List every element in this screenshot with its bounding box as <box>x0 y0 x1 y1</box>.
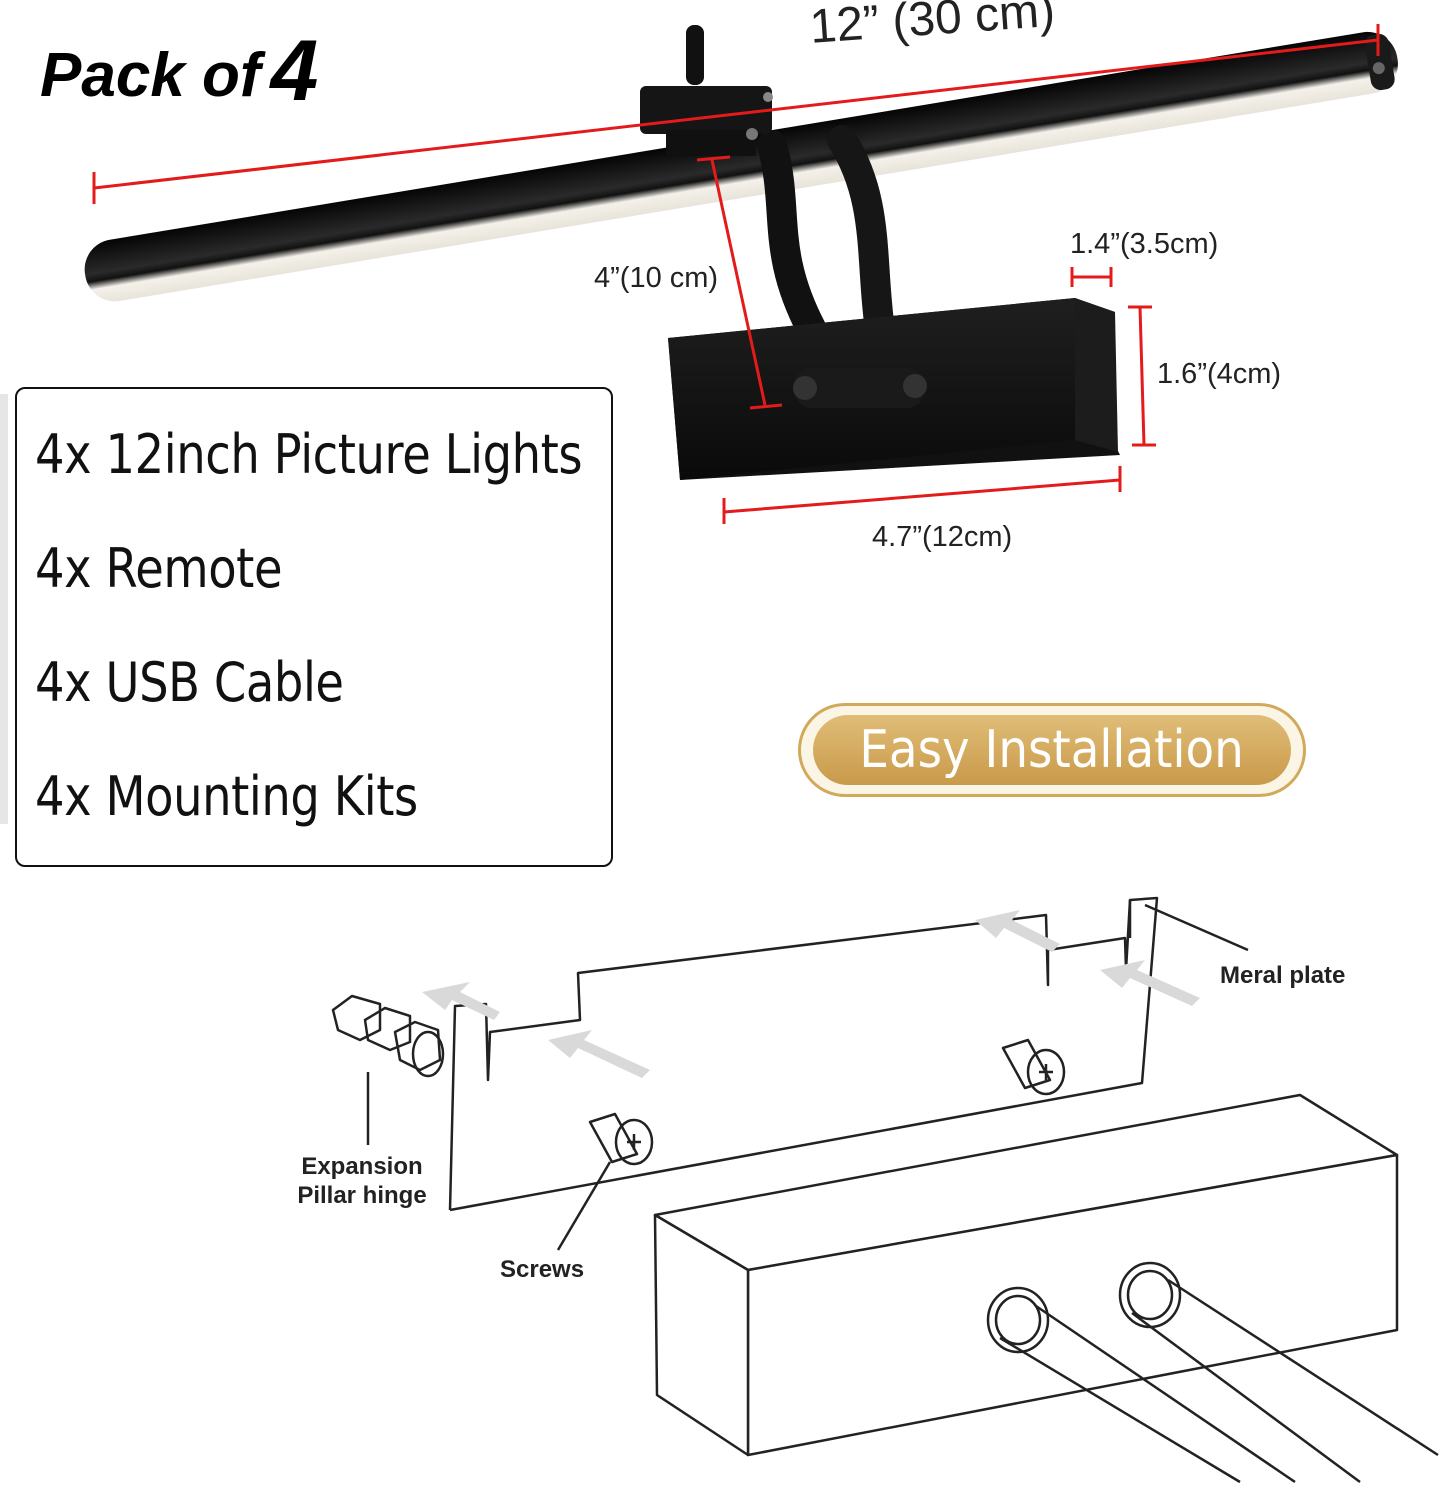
lamp-arms <box>757 125 897 407</box>
badge-inner: Easy Installation <box>813 715 1291 785</box>
expansion-pillar-icon <box>331 994 445 1078</box>
dim-arm-reach: 4”(10 cm) <box>594 262 719 294</box>
label-hinge-line1: Expansion <box>301 1153 423 1180</box>
contents-item: 4x USB Cable <box>35 651 344 714</box>
label-metal-plate: Meral plate <box>1220 962 1346 989</box>
base-box-outline <box>653 1093 1399 1457</box>
dim-base-height: 1.6”(4cm) <box>1157 358 1282 390</box>
contents-item: 4x Mounting Kits <box>35 765 418 828</box>
arm-tubes <box>986 1261 1439 1484</box>
contents-item: 4x 12inch Picture Lights <box>35 423 583 486</box>
label-screws: Screws <box>500 1256 585 1283</box>
dim-base-depth: 1.4”(3.5cm) <box>1070 228 1219 260</box>
light-bar <box>84 31 1398 302</box>
direction-arrows <box>422 910 1200 1078</box>
label-hinge-line2: Pillar hinge <box>297 1182 427 1209</box>
pack-prefix: Pack of <box>40 41 261 110</box>
contents-item: 4x Remote <box>35 537 283 600</box>
package-contents-box: 4x 12inch Picture Lights 4x Remote 4x US… <box>15 387 613 867</box>
badge-label: Easy Installation <box>859 720 1245 780</box>
edge-shadow <box>0 394 8 824</box>
screw-icon-right <box>1001 1038 1066 1096</box>
lamp-base <box>668 298 1120 480</box>
screw-icon-left <box>588 1112 654 1166</box>
easy-installation-badge: Easy Installation <box>798 703 1306 797</box>
dim-base-width: 4.7”(12cm) <box>872 521 1013 553</box>
metal-plate-outline <box>448 896 1159 1212</box>
measure-lines <box>92 24 1380 524</box>
pack-count: 4 <box>270 23 319 119</box>
